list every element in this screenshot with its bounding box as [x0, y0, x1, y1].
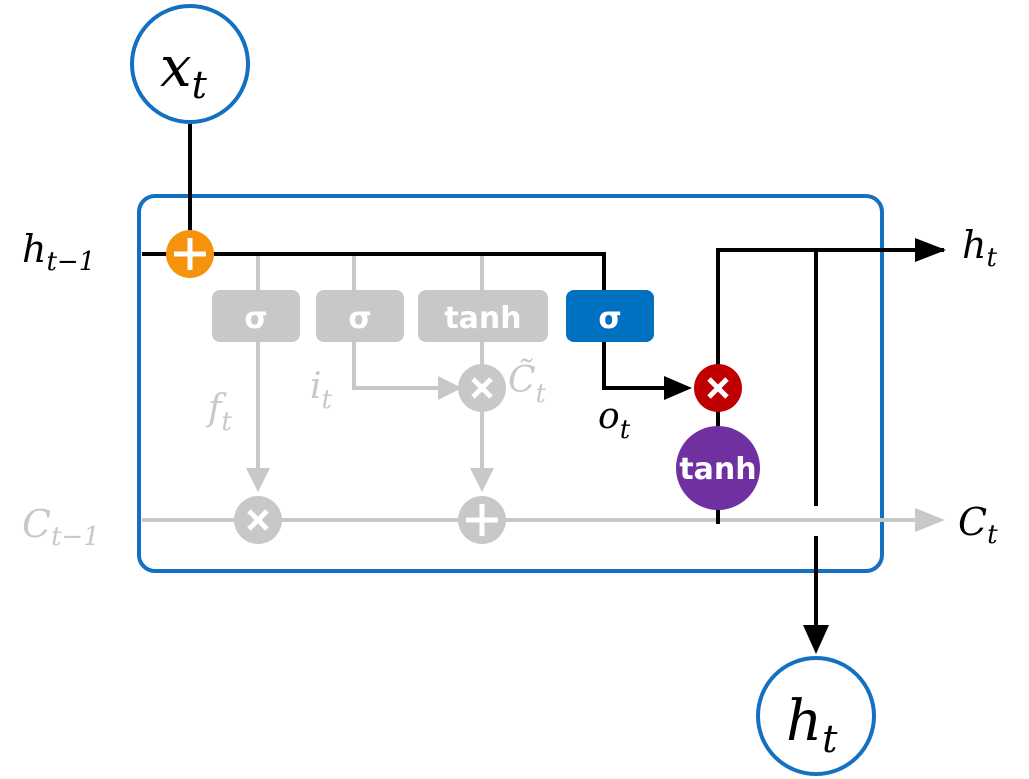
svg-text:xt: xt	[160, 35, 208, 107]
label-f-gate: ft	[205, 388, 232, 437]
cell-tanh-label: tanh	[679, 452, 756, 487]
label-c-tilde: C̃t	[508, 359, 547, 409]
forget-gate-label: σ	[244, 301, 267, 336]
inactive-arrowheads	[246, 376, 945, 532]
active-paths	[142, 124, 944, 632]
candidate-gate-label: tanh	[444, 301, 521, 336]
label-i-gate: it	[310, 366, 333, 415]
forget-multiply-icon	[234, 496, 282, 544]
input-node-sub: t	[192, 63, 208, 107]
cell-add-icon	[458, 496, 506, 544]
label-c-prev: Ct−1	[22, 502, 100, 552]
cell-tanh-node: tanh	[676, 426, 760, 510]
output-multiply-icon	[694, 364, 742, 412]
input-node-label: x	[160, 35, 192, 100]
active-arrowheads	[664, 238, 946, 654]
concat-add-icon	[166, 230, 214, 278]
input-node: xt	[130, 4, 250, 124]
forget-gate: σ	[212, 290, 300, 342]
input-gate: σ	[316, 290, 404, 342]
output-node-sub: t	[822, 717, 838, 761]
output-node: ht	[756, 656, 876, 776]
candidate-gate: tanh	[418, 290, 548, 342]
label-h-out: ht	[962, 223, 997, 273]
output-gate-label: σ	[598, 301, 621, 336]
output-node-label: h	[786, 689, 822, 754]
label-h-prev: ht−1	[22, 227, 95, 277]
input-gate-label: σ	[348, 301, 371, 336]
output-gate: σ	[566, 290, 654, 342]
input-multiply-icon	[458, 364, 506, 412]
label-o-gate: ot	[598, 396, 631, 445]
svg-text:ht: ht	[786, 689, 838, 761]
lstm-cell-border	[137, 194, 884, 573]
label-c-out: Ct	[958, 500, 998, 550]
